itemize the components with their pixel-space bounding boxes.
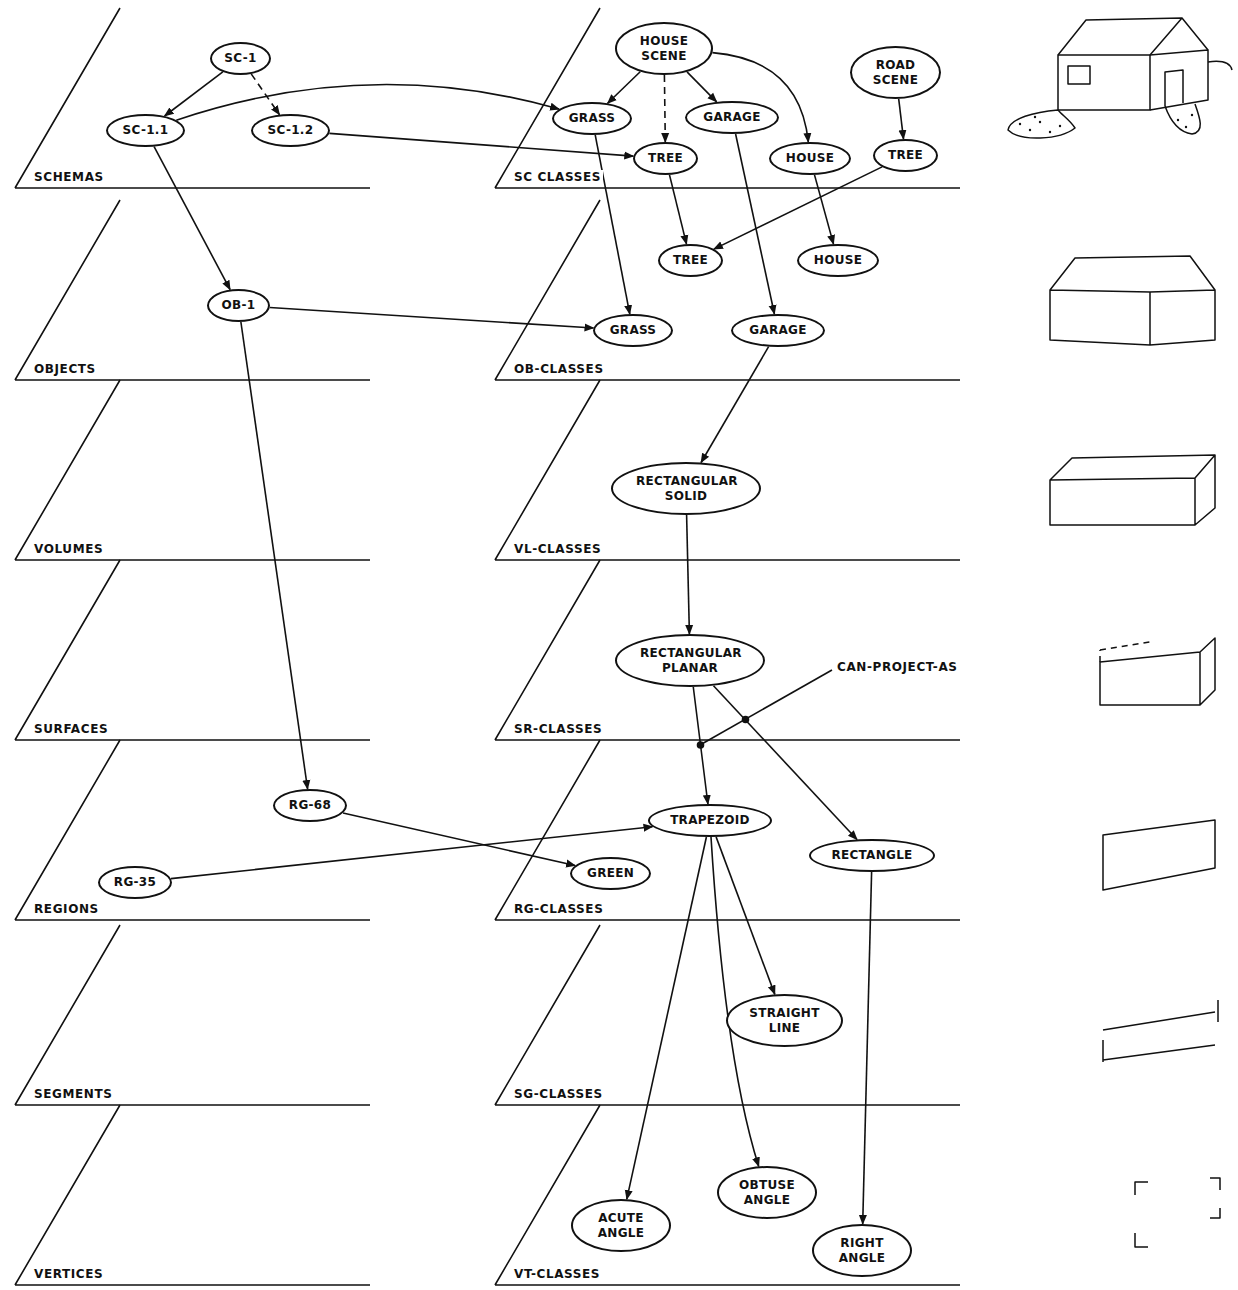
link-arrow bbox=[701, 347, 769, 463]
link-arrow bbox=[595, 135, 630, 314]
class-ellipse: SC-1 bbox=[210, 42, 271, 75]
link-arrow bbox=[716, 837, 775, 995]
house-sketch bbox=[1008, 18, 1232, 138]
class-ellipse: TREE bbox=[658, 244, 723, 277]
node-text: OB-1 bbox=[222, 298, 256, 312]
node-text: RECTANGULAR SOLID bbox=[636, 474, 736, 503]
link-arrow bbox=[329, 133, 633, 156]
plane-label: SEGMENTS bbox=[32, 1087, 115, 1101]
class-ellipse: HOUSE SCENE bbox=[615, 22, 713, 75]
node-text: HOUSE bbox=[786, 151, 834, 165]
node-text: TREE bbox=[888, 148, 923, 162]
class-ellipse: RG-35 bbox=[98, 866, 172, 899]
node-text: RG-35 bbox=[114, 875, 156, 889]
plane-label: SR-CLASSES bbox=[512, 722, 604, 736]
class-ellipse: TREE bbox=[633, 142, 698, 175]
layer-planes bbox=[15, 8, 960, 1285]
class-ellipse: RG-68 bbox=[273, 789, 347, 822]
plane-label: OBJECTS bbox=[32, 362, 98, 376]
class-ellipse: GRASS bbox=[593, 314, 673, 347]
plane-label: OB-CLASSES bbox=[512, 362, 606, 376]
plane-label: VT-CLASSES bbox=[512, 1267, 602, 1281]
class-ellipse: GARAGE bbox=[731, 314, 825, 347]
class-ellipse: GREEN bbox=[570, 857, 651, 890]
node-text: OBTUSE ANGLE bbox=[736, 1178, 798, 1207]
node-text: RIGHT ANGLE bbox=[831, 1236, 893, 1265]
node-text: HOUSE bbox=[814, 253, 862, 267]
plane-label: SG-CLASSES bbox=[512, 1087, 605, 1101]
plane-label: SCHEMAS bbox=[32, 170, 106, 184]
node-text: STRAIGHT LINE bbox=[747, 1006, 822, 1035]
link-arrow bbox=[815, 175, 834, 244]
node-text: RG-68 bbox=[289, 798, 331, 812]
plane-label: VL-CLASSES bbox=[512, 542, 603, 556]
node-text: RECTANGULAR PLANAR bbox=[640, 646, 740, 675]
link-arrow bbox=[687, 515, 690, 634]
plane-label: SURFACES bbox=[32, 722, 110, 736]
class-ellipse: HOUSE bbox=[797, 244, 879, 277]
node-text: GREEN bbox=[587, 866, 634, 880]
link-arrow bbox=[270, 308, 594, 329]
class-ellipse: TREE bbox=[873, 139, 938, 172]
class-ellipse: OBTUSE ANGLE bbox=[717, 1166, 817, 1219]
class-ellipse: HOUSE bbox=[769, 142, 851, 175]
class-ellipse: RECTANGLE bbox=[809, 839, 935, 872]
node-text: TREE bbox=[648, 151, 683, 165]
node-text: GRASS bbox=[610, 323, 657, 337]
class-ellipse: GARAGE bbox=[685, 101, 779, 134]
link-arrow bbox=[154, 147, 230, 290]
node-text: GRASS bbox=[569, 111, 616, 125]
plane-label: REGIONS bbox=[32, 902, 101, 916]
plane-label: VERTICES bbox=[32, 1267, 105, 1281]
link-arrow bbox=[627, 837, 707, 1199]
relation-label: CAN-PROJECT-AS bbox=[835, 660, 960, 674]
link-arrow bbox=[899, 99, 904, 139]
link-arrow bbox=[687, 72, 717, 102]
class-ellipse: SC-1.1 bbox=[106, 114, 185, 147]
node-text: SC-1.1 bbox=[123, 123, 169, 137]
node-text: RECTANGLE bbox=[831, 848, 912, 862]
plane-label: SC CLASSES bbox=[512, 170, 603, 184]
node-text: TREE bbox=[673, 253, 708, 267]
class-ellipse: TRAPEZOID bbox=[648, 804, 772, 837]
class-ellipse: RECTANGULAR PLANAR bbox=[615, 634, 765, 687]
link-arrow bbox=[714, 167, 882, 249]
node-text: ACUTE ANGLE bbox=[590, 1211, 652, 1240]
link-arrow bbox=[670, 175, 687, 244]
link-arrow bbox=[176, 85, 559, 121]
link-arrow bbox=[608, 72, 641, 104]
node-text: SC-1.2 bbox=[268, 123, 314, 137]
node-text: GARAGE bbox=[703, 110, 761, 124]
class-ellipse: RECTANGULAR SOLID bbox=[611, 462, 761, 515]
ground-dots bbox=[1019, 114, 1193, 133]
link-arrow bbox=[863, 872, 872, 1224]
class-ellipse: STRAIGHT LINE bbox=[726, 994, 843, 1047]
node-text: TRAPEZOID bbox=[670, 813, 750, 827]
plane-label: RG-CLASSES bbox=[512, 902, 605, 916]
shape-sketches bbox=[1050, 256, 1220, 1247]
node-text: HOUSE SCENE bbox=[634, 34, 694, 63]
class-ellipse: ACUTE ANGLE bbox=[571, 1199, 671, 1252]
link-arrow bbox=[241, 322, 308, 789]
node-text: ROAD SCENE bbox=[868, 58, 923, 87]
link-arrow bbox=[664, 75, 666, 142]
class-ellipse: OB-1 bbox=[207, 289, 270, 322]
node-text: GARAGE bbox=[749, 323, 807, 337]
plane-label: VOLUMES bbox=[32, 542, 105, 556]
class-ellipse: SC-1.2 bbox=[251, 114, 330, 147]
class-ellipse: ROAD SCENE bbox=[850, 46, 941, 99]
class-ellipse: GRASS bbox=[552, 102, 632, 135]
node-text: SC-1 bbox=[224, 51, 256, 65]
class-ellipse: RIGHT ANGLE bbox=[812, 1224, 912, 1277]
link-arrow bbox=[693, 687, 708, 804]
